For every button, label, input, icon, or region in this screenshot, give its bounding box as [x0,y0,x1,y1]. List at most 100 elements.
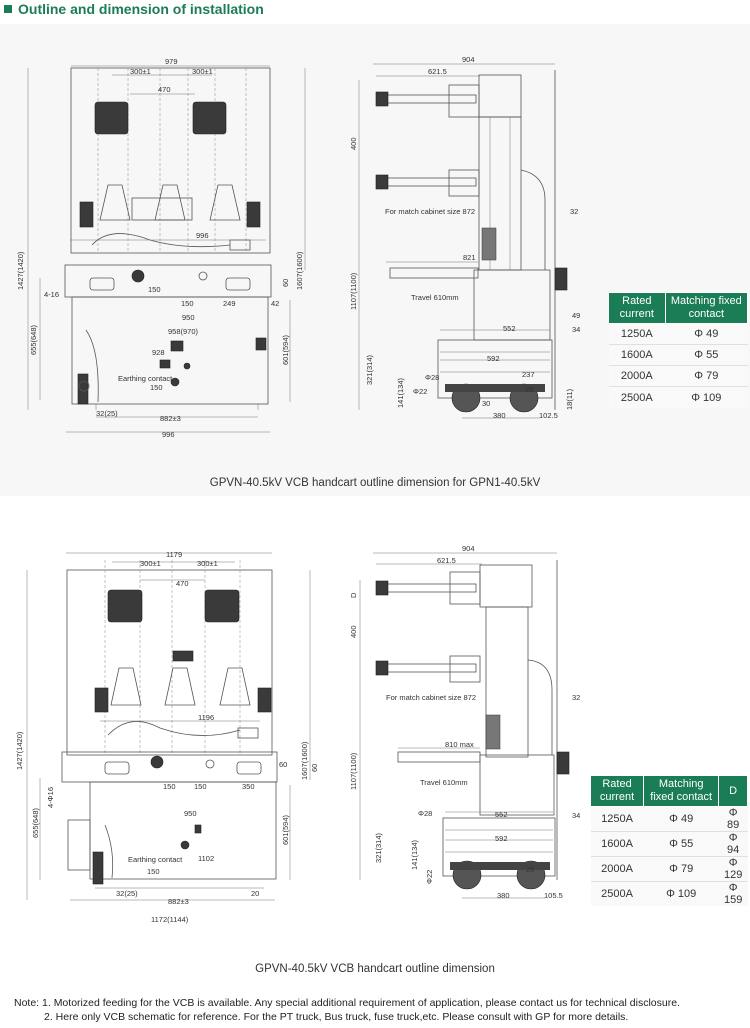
note-line-1: Note: 1. Motorized feeding for the VCB i… [14,997,680,1009]
dim-300-d: 300±1 [197,559,218,568]
dim-621-5-2: 621.5 [437,556,456,565]
dim-601-2: 601(594) [281,814,290,845]
dim-150-d: 150 [163,782,176,791]
dim-32-2: 32(25) [116,889,138,898]
table-cell: Φ 55 [643,831,719,857]
table-cell: 1250A [590,806,644,832]
dim-150-c: 150 [150,383,163,392]
match-cabinet-label: For match cabinet size 872 [385,207,475,216]
table-cell: Φ 79 [665,365,748,387]
dim-4-phi16: 4-Φ16 [46,787,55,808]
dim-1427: 1427(1420) [16,251,25,290]
section-header: Outline and dimension of installation [4,0,264,18]
dim-601: 601(594) [281,334,290,365]
dim-300-b: 300±1 [192,67,213,76]
table-cell: 2000A [590,856,644,882]
dim-904: 904 [462,55,475,64]
travel-label: Travel 610mm [411,293,459,302]
dim-552: 552 [503,324,516,333]
dim-1196: 1196 [198,713,214,722]
dim-32: 32(25) [96,409,118,418]
table-cell: Φ 109 [665,386,748,408]
dim-904-2: 904 [462,544,475,553]
earthing-contact-label: Earthing contact [118,374,173,383]
dim-655-2: 655(648) [31,807,40,838]
dim-1107: 1107(1100) [349,272,358,310]
dim-1107-2: 1107(1100) [349,752,358,790]
dim-150-e: 150 [194,782,207,791]
dim-300-a: 300±1 [130,67,151,76]
dim-958: 958(970) [168,327,199,336]
dim-26: 26 [525,385,533,394]
dim-621-5: 621.5 [428,67,447,76]
dim-249: 249 [223,299,236,308]
caption-2: GPVN-40.5kV VCB handcart outline dimensi… [255,963,495,975]
dim-26-2: 26 [526,865,534,874]
table2-header-rated: Rated current [589,774,645,808]
dim-32-side-2: 32 [572,693,580,702]
table-cell: Φ 49 [665,323,748,345]
dim-950: 950 [182,313,195,322]
dim-150-b: 150 [181,299,194,308]
table-cell: Φ 79 [643,856,719,882]
table1-header-contact: Matching fixed contact [664,291,749,325]
table-cell: Φ 109 [643,881,719,907]
dim-1427-2: 1427(1420) [15,731,24,770]
dim-996-top: 996 [196,231,209,240]
side-view-2 [359,552,570,899]
table-cell: Φ 89 [718,806,748,832]
dim-1172: 1172(1144) [151,915,189,924]
table-cell: Φ 55 [665,344,748,366]
table-cell: 1250A [608,323,666,345]
dim-18: 18(11) [565,388,574,410]
table-cell: 2500A [590,881,644,907]
dim-phi28-2: Φ28 [418,809,432,818]
dim-D: D [349,592,358,598]
front-view-1 [27,65,306,433]
front-view-2 [26,552,311,901]
dim-phi22-2: Φ22 [425,870,434,884]
dim-592: 592 [487,354,500,363]
dim-882-2: 882±3 [168,897,189,906]
section-title: Outline and dimension of installation [18,1,264,17]
dim-32-side: 32 [570,207,578,216]
dim-380-2: 380 [497,891,510,900]
table-cell: 1600A [608,344,666,366]
dim-321: 321(314) [365,354,374,385]
earthing-contact-label-2: Earthing contact [128,855,183,864]
dim-20: 20 [251,889,259,898]
dim-141: 141(134) [396,377,405,408]
match-cabinet-label-2: For match cabinet size 872 [386,693,476,702]
table-cell: Φ 129 [718,856,748,882]
dim-470: 470 [158,85,171,94]
dim-882: 882±3 [160,414,181,423]
dim-380: 380 [493,411,506,420]
dim-1179: 1179 [166,550,182,559]
dim-42: 42 [271,299,279,308]
notes: Note: 1. Motorized feeding for the VCB i… [14,996,680,1024]
dim-979: 979 [165,57,178,66]
travel-label-2: Travel 610mm [420,778,468,787]
dim-655: 655(648) [29,324,38,355]
dim-1607-2: 1607(1600) [300,741,309,780]
caption-1: GPVN-40.5kV VCB handcart outline dimensi… [209,477,541,489]
dim-810: 810 max [445,740,474,749]
table-cell: 2500A [608,386,666,408]
note-line-2: 2. Here only VCB schematic for reference… [44,1011,629,1023]
dim-4-16: 4-16 [44,290,59,299]
dim-phi22: Φ22 [413,387,427,396]
dim-34-2: 34 [572,811,580,820]
header-square-icon [4,5,12,13]
dim-30: 30 [482,399,490,408]
dim-237: 237 [522,370,535,379]
table-cell: Φ 159 [718,881,748,907]
dim-phi28: Φ28 [425,373,439,382]
dim-821: 821 [463,253,476,262]
